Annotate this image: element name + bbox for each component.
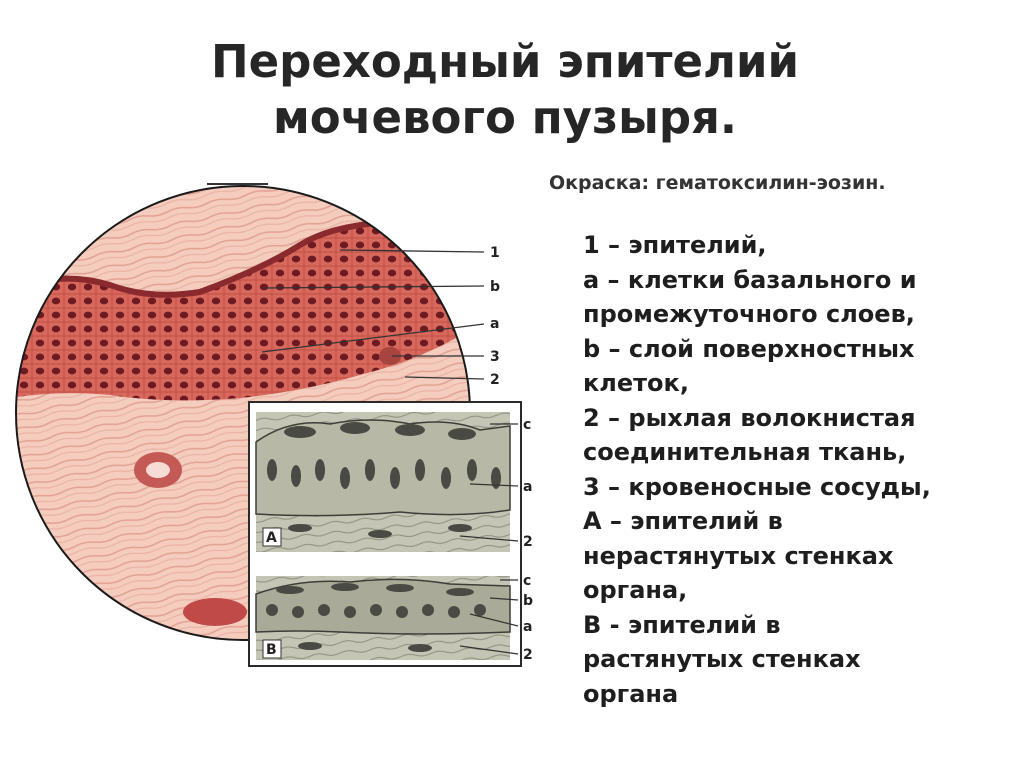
stain-caption: Окраска: гематоксилин-эозин.	[549, 172, 886, 194]
label-a: a	[490, 316, 499, 332]
legend-item: клеток,	[583, 366, 931, 401]
inset-b-label-a: a	[523, 619, 532, 635]
legend-item: органа,	[583, 573, 931, 608]
legend-item: промежуточного слоев,	[583, 297, 931, 332]
legend-item: 3 – кровеносные сосуды,	[583, 470, 931, 505]
legend-item: нерастянутых стенках	[583, 539, 931, 574]
legend-item: b – слой поверхностных	[583, 332, 931, 367]
label-3: 3	[490, 349, 500, 365]
label-2: 2	[490, 372, 500, 388]
panel-label-a: A	[266, 530, 277, 546]
inset-b-label-b: b	[523, 593, 533, 609]
inset-a-label-c: c	[523, 417, 531, 433]
legend-list: 1 – эпителий, a – клетки базального и пр…	[583, 228, 931, 711]
legend-item: растянутых стенках	[583, 642, 931, 677]
legend-item: B - эпителий в	[583, 608, 931, 643]
blood-vessel	[183, 598, 247, 626]
legend-item: A – эпителий в	[583, 504, 931, 539]
inset-a: A	[256, 412, 510, 552]
label-1: 1	[490, 245, 500, 261]
legend-item: a – клетки базального и	[583, 263, 931, 298]
inset-a-label-2: 2	[523, 534, 533, 550]
legend-item: органа	[583, 677, 931, 712]
histology-figure: 1 b a 3 2 A	[0, 0, 560, 700]
legend-item: 1 – эпителий,	[583, 228, 931, 263]
inset-b-label-2: 2	[523, 647, 533, 663]
label-b: b	[490, 279, 500, 295]
inset-b-label-c: c	[523, 573, 531, 589]
legend-item: 2 – рыхлая волокнистая	[583, 401, 931, 436]
panel-label-b: B	[266, 642, 277, 658]
legend-item: соединительная ткань,	[583, 435, 931, 470]
inset-a-label-a: a	[523, 479, 532, 495]
